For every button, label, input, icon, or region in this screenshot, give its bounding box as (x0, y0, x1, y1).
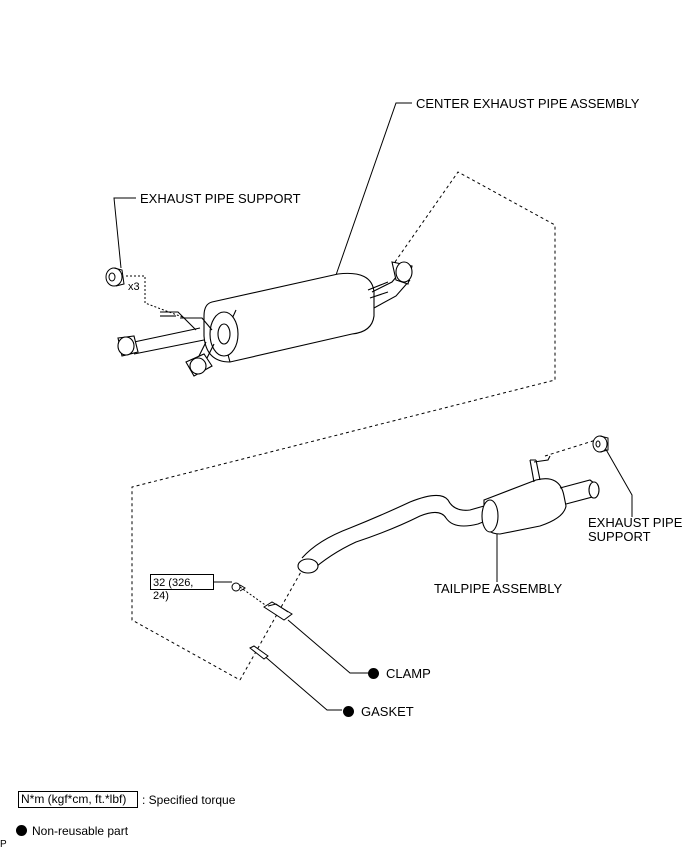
center-exhaust-pipe-assembly (117, 261, 413, 377)
label-exhaust-pipe-support-top: EXHAUST PIPE SUPPORT (140, 191, 301, 206)
dashed-outline-upper (131, 171, 556, 681)
leader-exhaust-pipe-support-right (603, 445, 633, 517)
label-center-exhaust-pipe-assembly: CENTER EXHAUST PIPE ASSEMBLY (416, 96, 640, 111)
non-reusable-dot-gasket (343, 706, 354, 717)
legend-non-reusable-text: Non-reusable part (32, 824, 129, 838)
label-exhaust-pipe-support-right-line2: SUPPORT (588, 529, 651, 544)
torque-value-line1: 32 (326, (153, 577, 194, 589)
tailpipe-assembly (297, 455, 600, 574)
dashed-support-bracket (126, 275, 186, 319)
non-reusable-dot-clamp (368, 668, 379, 679)
legend-torque-unit-box: N*m (kgf*cm, ft.*lbf) (18, 791, 138, 808)
leader-gasket (261, 653, 342, 711)
label-exhaust-pipe-support-right-line1: EXHAUST PIPE (588, 515, 683, 530)
label-tailpipe-assembly: TAILPIPE ASSEMBLY (434, 581, 563, 596)
torque-spec-box: 32 (326, 24) (150, 574, 214, 602)
dashed-bolt-guide (239, 586, 269, 608)
corner-mark: P (0, 839, 7, 850)
label-clamp: CLAMP (386, 666, 431, 681)
legend-non-reusable-dot (16, 825, 27, 836)
label-gasket: GASKET (361, 704, 414, 719)
bolt (231, 582, 246, 592)
exhaust-pipe-support-top-part (105, 267, 125, 287)
gasket (249, 645, 269, 660)
leader-exhaust-pipe-support-top (113, 197, 136, 269)
clamp (263, 601, 293, 621)
leader-clamp (287, 619, 368, 674)
dashed-outline-lower (239, 439, 597, 681)
legend-torque-desc: : Specified torque (142, 793, 236, 807)
leader-center-exhaust-pipe (335, 102, 412, 276)
torque-value-line2: 24) (153, 590, 169, 602)
label-quantity: x3 (128, 281, 140, 293)
exhaust-pipe-support-right-part (592, 435, 609, 453)
